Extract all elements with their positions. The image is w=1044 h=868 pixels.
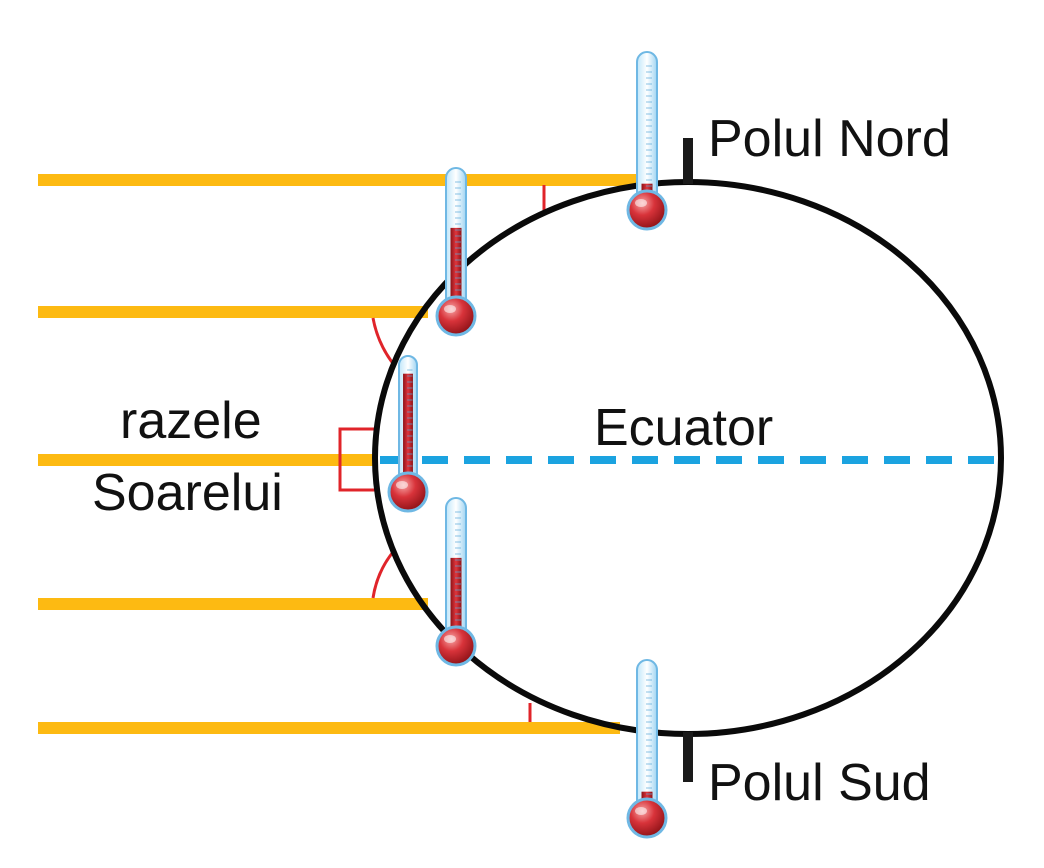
north-pole-label: Polul Nord [708,110,951,168]
thermometer-liquid [450,557,462,642]
thermometer-bulb-highlight [444,635,456,643]
thermometer-tube [636,51,658,207]
thermometer-liquid [403,373,413,488]
thermometer-bulb [387,471,429,513]
thermometer-liquid [450,227,462,312]
thermometers [387,51,668,839]
thermometer-bulb-highlight [635,807,647,815]
thermometer-bulb [435,625,477,667]
thermometer-equator [387,355,429,513]
thermometer-north-pole [626,51,668,231]
thermometer-south-pole [626,659,668,839]
sun-rays [38,174,640,734]
angle-mark-upper [371,317,397,367]
right-angle-mark-equator [338,427,376,492]
south-pole-label: Polul Sud [708,754,931,812]
sun-rays-label-line1: razele [120,392,262,450]
thermometer-bulb [626,797,668,839]
thermometer-upper-mid [435,167,477,337]
thermometer-bulb-highlight [444,305,456,313]
sun-rays-label-line2: Soarelui [92,464,283,522]
angle-mark-lower [371,551,395,599]
thermometer-bulb-highlight [396,481,408,489]
thermometer-bulb-highlight [635,199,647,207]
thermometer-tube [636,659,658,815]
thermometer-lower-mid [435,497,477,667]
equator-label: Ecuator [594,399,773,457]
thermometer-bulb [435,295,477,337]
thermometer-bulb [626,189,668,231]
